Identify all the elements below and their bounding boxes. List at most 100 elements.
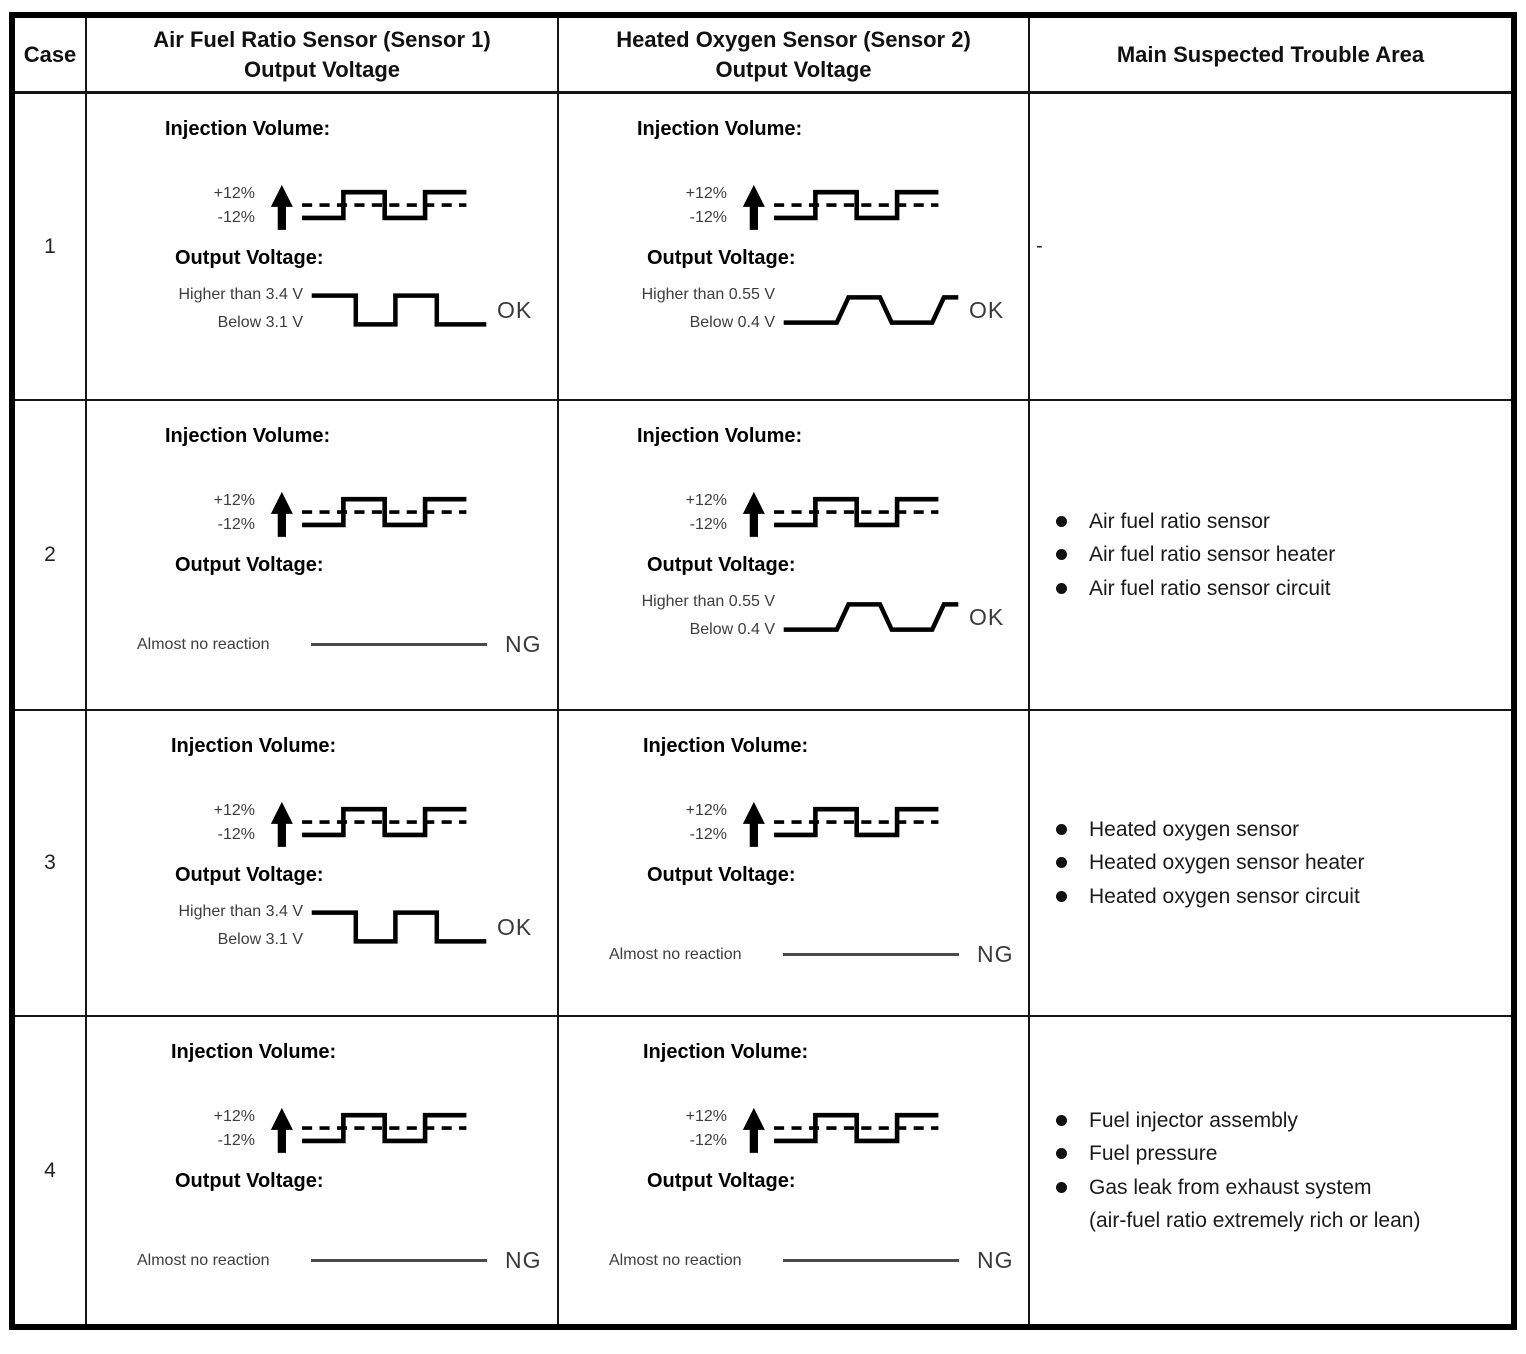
output-ok-trapezoid-waveform: [783, 295, 959, 325]
injection-waveform: [270, 1107, 467, 1153]
trouble-item: Heated oxygen sensor circuit: [1056, 880, 1501, 913]
ng-flatline: [783, 1259, 959, 1262]
ok-label: OK: [969, 296, 1005, 323]
bullet-icon: [1056, 549, 1067, 561]
pct-minus-label: -12%: [217, 516, 255, 533]
voltage-low-label: Below 3.1 V: [217, 931, 303, 948]
up-arrow-icon: [742, 491, 765, 537]
pct-minus-label: -12%: [689, 209, 727, 226]
injection-volume-label: Injection Volume:: [171, 1041, 337, 1063]
output-voltage-label: Output Voltage:: [175, 1170, 324, 1192]
header-afr-sensor: Air Fuel Ratio Sensor (Sensor 1) Output …: [87, 18, 559, 94]
trouble-item: Heated oxygen sensor heater: [1056, 846, 1501, 879]
case3-o2-cell: Injection Volume: +12% -12% Output Volta…: [559, 711, 1030, 1017]
up-arrow-icon: [742, 1107, 765, 1153]
injection-waveform-group: +12% -12%: [191, 486, 557, 540]
injection-wave-path: [302, 189, 467, 221]
bullet-icon: [1056, 516, 1067, 528]
case-number-3: 3: [15, 711, 87, 1017]
injection-wave-path: [302, 1112, 467, 1144]
case2-afr-cell: Injection Volume: +12% -12% Output Volta…: [87, 401, 559, 711]
injection-waveform: [742, 801, 939, 847]
bullet-icon: [1056, 824, 1067, 836]
case-number-2: 2: [15, 401, 87, 711]
up-arrow-icon: [742, 801, 765, 847]
pct-plus-label: +12%: [213, 802, 255, 819]
pct-minus-label: -12%: [217, 1132, 255, 1149]
injection-waveform: [270, 801, 467, 847]
case4-trouble-cell: Fuel injector assembly Fuel pressure Gas…: [1030, 1017, 1511, 1324]
no-trouble-dash: -: [1036, 235, 1043, 257]
output-voltage-label: Output Voltage:: [175, 554, 324, 576]
output-voltage-label: Output Voltage:: [647, 1170, 796, 1192]
bullet-icon: [1056, 857, 1067, 869]
trouble-item: Air fuel ratio sensor: [1056, 505, 1501, 538]
output-ok-trapezoid-waveform: [783, 602, 959, 632]
ok-label: OK: [497, 296, 533, 323]
output-wave-path: [783, 295, 959, 325]
injection-volume-label: Injection Volume:: [165, 425, 331, 447]
output-ok-group: Higher than 0.55 V Below 0.4 V OK: [623, 286, 1028, 334]
injection-volume-label: Injection Volume:: [643, 735, 809, 757]
voltage-high-label: Higher than 3.4 V: [178, 903, 303, 920]
ng-flatline: [783, 953, 959, 956]
output-ng-group: Almost no reaction NG: [609, 1247, 1028, 1274]
pct-minus-label: -12%: [689, 826, 727, 843]
no-reaction-label: Almost no reaction: [609, 945, 742, 963]
header-o2-sensor: Heated Oxygen Sensor (Sensor 2) Output V…: [559, 18, 1030, 94]
injection-waveform-group: +12% -12%: [663, 179, 1028, 233]
output-ng-group: Almost no reaction NG: [137, 1247, 557, 1274]
injection-waveform-group: +12% -12%: [663, 486, 1028, 540]
pct-minus-label: -12%: [217, 209, 255, 226]
up-arrow-icon: [742, 184, 765, 230]
injection-waveform: [742, 1107, 939, 1153]
output-voltage-label: Output Voltage:: [175, 864, 324, 886]
trouble-item: Air fuel ratio sensor heater: [1056, 538, 1501, 571]
case1-afr-cell: Injection Volume: +12% -12% Output Volta…: [87, 94, 559, 401]
injection-volume-label: Injection Volume:: [637, 425, 803, 447]
voltage-high-label: Higher than 0.55 V: [641, 593, 775, 610]
up-arrow-icon: [270, 1107, 293, 1153]
injection-volume-label: Injection Volume:: [171, 735, 337, 757]
pct-plus-label: +12%: [213, 185, 255, 202]
injection-waveform: [270, 491, 467, 537]
output-ok-square-waveform: [311, 910, 487, 944]
output-ok-square-waveform: [311, 293, 487, 327]
ng-label: NG: [505, 1247, 542, 1273]
header-trouble-area: Main Suspected Trouble Area: [1030, 18, 1511, 94]
trouble-item: Fuel pressure: [1056, 1137, 1501, 1170]
injection-volume-label: Injection Volume:: [165, 118, 331, 140]
no-reaction-label: Almost no reaction: [137, 635, 270, 653]
case-number-1: 1: [15, 94, 87, 401]
injection-wave-path: [774, 1112, 939, 1144]
case-number-4: 4: [15, 1017, 87, 1324]
output-ok-group: Higher than 3.4 V Below 3.1 V OK: [151, 903, 557, 951]
injection-wave-path: [302, 496, 467, 528]
ng-label: NG: [505, 631, 542, 657]
trouble-item: Gas leak from exhaust system (air-fuel r…: [1056, 1171, 1501, 1237]
case3-afr-cell: Injection Volume: +12% -12% Output Volta…: [87, 711, 559, 1017]
trouble-item: Air fuel ratio sensor circuit: [1056, 572, 1501, 605]
bullet-icon: [1056, 890, 1067, 902]
ng-label: NG: [977, 941, 1014, 967]
pct-plus-label: +12%: [213, 1108, 255, 1125]
injection-wave-path: [774, 496, 939, 528]
ng-flatline: [311, 1259, 487, 1262]
trouble-item: Fuel injector assembly: [1056, 1104, 1501, 1137]
output-voltage-label: Output Voltage:: [647, 247, 796, 269]
up-arrow-icon: [270, 491, 293, 537]
no-reaction-label: Almost no reaction: [137, 1251, 270, 1269]
bullet-icon: [1056, 1181, 1067, 1193]
output-ng-group: Almost no reaction NG: [137, 631, 557, 658]
bullet-icon: [1056, 1148, 1067, 1160]
pct-plus-label: +12%: [685, 1108, 727, 1125]
voltage-low-label: Below 0.4 V: [689, 621, 775, 638]
injection-waveform-group: +12% -12%: [191, 796, 557, 850]
output-ng-group: Almost no reaction NG: [609, 941, 1028, 968]
case4-o2-cell: Injection Volume: +12% -12% Output Volta…: [559, 1017, 1030, 1324]
injection-waveform: [270, 184, 467, 230]
up-arrow-icon: [270, 801, 293, 847]
output-voltage-label: Output Voltage:: [175, 247, 324, 269]
injection-volume-label: Injection Volume:: [643, 1041, 809, 1063]
voltage-high-label: Higher than 0.55 V: [641, 286, 775, 303]
